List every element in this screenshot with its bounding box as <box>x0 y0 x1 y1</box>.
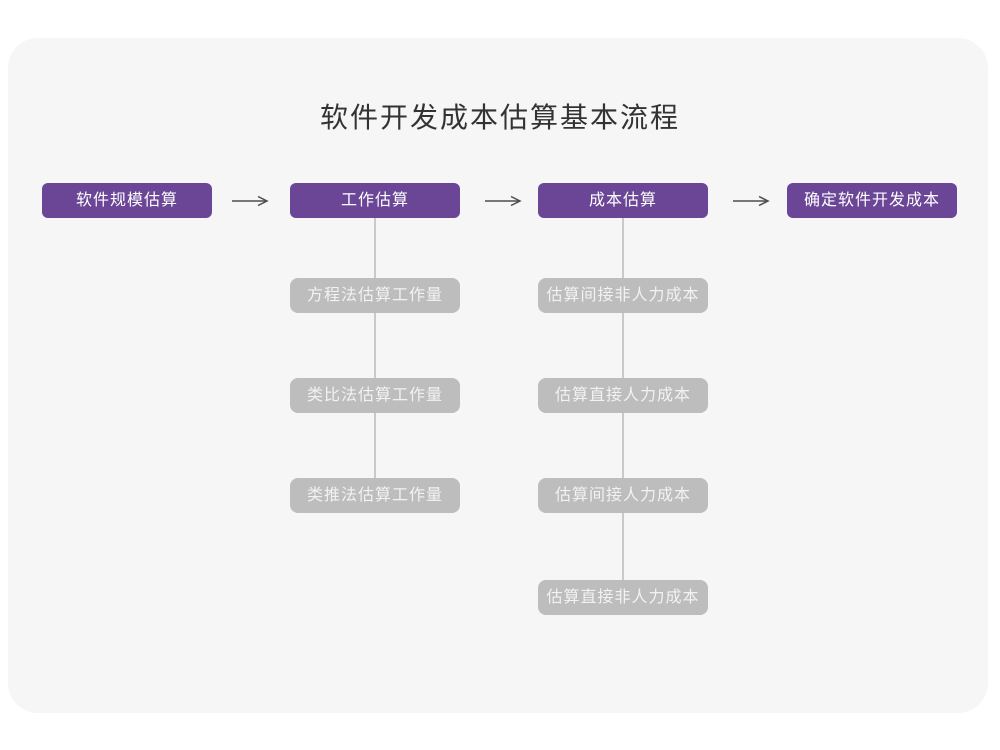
sub-step-indirect-nonlabor-cost: 估算间接非人力成本 <box>538 278 708 313</box>
arrow-right-icon <box>733 195 770 207</box>
flow-step-cost-estimation: 成本估算 <box>538 183 708 218</box>
flow-step-work-estimation: 工作估算 <box>290 183 460 218</box>
arrow-right-icon <box>232 195 269 207</box>
flow-step-determine-development-cost: 确定软件开发成本 <box>787 183 957 218</box>
sub-step-indirect-labor-cost: 估算间接人力成本 <box>538 478 708 513</box>
sub-step-direct-labor-cost: 估算直接人力成本 <box>538 378 708 413</box>
page-title: 软件开发成本估算基本流程 <box>319 102 680 133</box>
vertical-connector-work <box>374 218 376 480</box>
sub-step-extrapolation-method: 类推法估算工作量 <box>290 478 460 513</box>
sub-step-direct-nonlabor-cost: 估算直接非人力成本 <box>538 580 708 615</box>
flowchart-card <box>8 38 988 713</box>
arrow-right-icon <box>485 195 522 207</box>
flow-step-software-scale-estimation: 软件规模估算 <box>42 183 212 218</box>
sub-step-equation-method: 方程法估算工作量 <box>290 278 460 313</box>
sub-step-analogy-method: 类比法估算工作量 <box>290 378 460 413</box>
